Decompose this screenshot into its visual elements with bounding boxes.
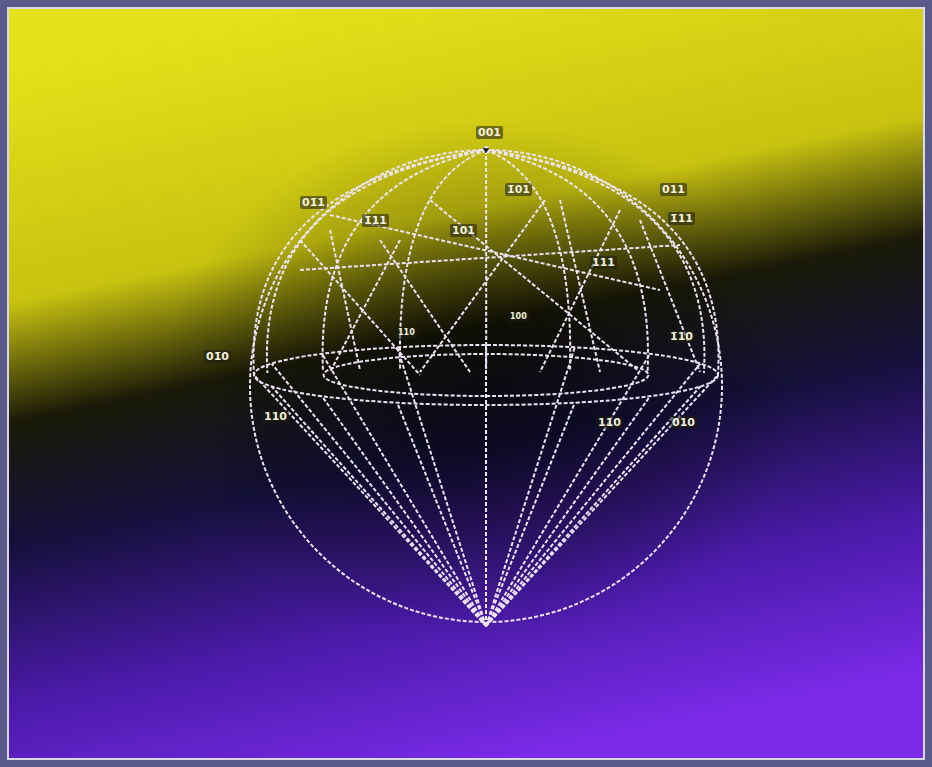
meridian-arc <box>486 150 704 373</box>
zone-line <box>300 245 680 270</box>
zone-line <box>330 240 400 372</box>
miller-index: 1̄10 <box>668 330 695 343</box>
miller-index: 110 <box>262 410 289 423</box>
projection-line <box>486 354 650 626</box>
miller-index: 110 <box>596 416 623 429</box>
miller-index: 011 <box>660 183 687 196</box>
projection-line <box>322 396 486 626</box>
miller-index: 01̄1 <box>300 196 327 209</box>
miller-index: 110 <box>396 328 417 338</box>
projection-line <box>486 364 700 626</box>
projection-line <box>397 347 486 626</box>
miller-index: 01̄0 <box>204 350 231 363</box>
projection-line <box>322 354 486 626</box>
zone-line <box>640 220 700 372</box>
meridian-arc <box>486 150 648 371</box>
meridian-arc <box>253 150 486 375</box>
zone-line <box>540 210 620 372</box>
miller-index: 1̄01 <box>505 183 532 196</box>
miller-index: 1̄11 <box>362 214 389 227</box>
projection-line <box>486 396 650 626</box>
projection-line <box>272 364 486 626</box>
zone-line <box>430 200 640 372</box>
miller-index: 1̄11 <box>668 212 695 225</box>
zone-line <box>380 240 470 372</box>
miller-index: 010 <box>670 416 697 429</box>
meridian-arc <box>267 150 486 373</box>
projection-line <box>486 403 575 626</box>
meridian-arc <box>485 150 487 369</box>
sphere-wireframe <box>250 147 722 626</box>
projection-line <box>485 345 487 626</box>
background-shade <box>8 8 924 759</box>
projection-line <box>397 403 486 626</box>
miller-index: 100 <box>508 312 529 322</box>
zone-line <box>300 240 420 375</box>
zone-line <box>420 200 545 372</box>
miller-index: 001 <box>476 126 503 139</box>
zone-line <box>330 215 660 290</box>
pole-dot <box>483 147 489 153</box>
projection-line <box>486 347 575 626</box>
projection-line <box>486 375 718 626</box>
projection-line <box>486 386 700 626</box>
zone-line <box>330 230 360 370</box>
miller-index: 111 <box>590 256 617 269</box>
background <box>8 8 924 759</box>
projection-line <box>254 375 486 626</box>
miller-index: 101 <box>450 224 477 237</box>
zone-line <box>560 200 600 372</box>
